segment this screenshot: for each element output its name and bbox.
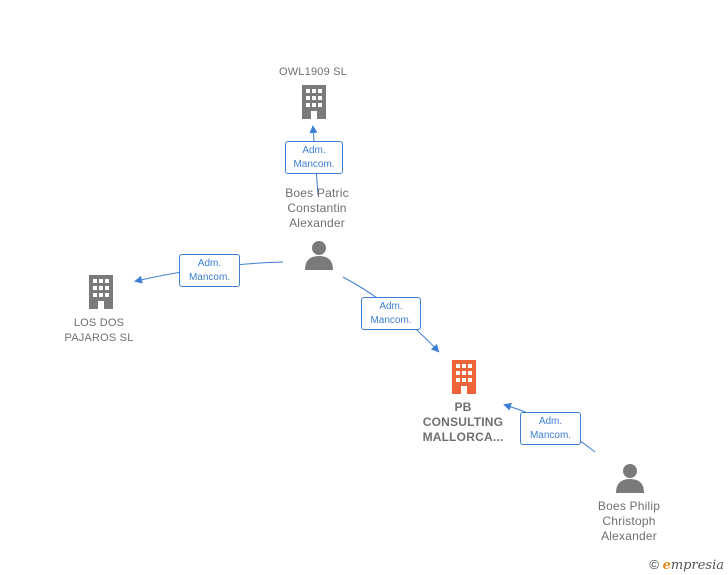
logo-e: e: [662, 558, 671, 573]
name-line: Constantin: [287, 201, 347, 215]
edge-label-line: Mancom.: [293, 159, 335, 170]
edge-label-patric-pb[interactable]: Adm. Mancom.: [361, 297, 421, 330]
building-icon[interactable]: [86, 275, 116, 310]
logo-rest: mpresia: [670, 558, 724, 573]
edge-label-line: Adm.: [302, 145, 326, 156]
edge-label-philip-pb[interactable]: Adm. Mancom.: [520, 412, 581, 445]
name-line: PB: [454, 400, 472, 414]
node-philip-label: Boes Philip Christoph Alexander: [574, 499, 684, 544]
node-pb-label: PB CONSULTING MALLORCA...: [404, 400, 522, 445]
brand-watermark: © empresia: [649, 557, 724, 573]
person-icon[interactable]: [304, 240, 334, 270]
edge-label-line: Adm.: [538, 416, 563, 427]
edge-label-line: Mancom.: [370, 315, 412, 326]
name-line: Alexander: [289, 216, 345, 230]
node-patric-label: Boes Patric Constantin Alexander: [262, 186, 372, 231]
name-line: CONSULTING: [422, 415, 504, 429]
edge-label-line: Mancom.: [529, 430, 572, 441]
building-icon-highlight[interactable]: [449, 360, 479, 395]
name-line: Alexander: [601, 529, 657, 543]
edge-label-line: Mancom.: [188, 272, 231, 283]
edge-label-line: Adm.: [197, 258, 222, 269]
edge-label-line: Adm.: [379, 301, 403, 312]
copyright-symbol: ©: [649, 557, 659, 572]
name-line: PAJAROS SL: [64, 332, 134, 344]
empresia-logo: empresia: [663, 558, 724, 573]
name-line: Boes Philip: [597, 499, 661, 513]
building-icon[interactable]: [299, 85, 329, 120]
name-line: Boes Patric: [285, 186, 349, 200]
node-dos-pajaros-label: LOS DOS PAJAROS SL: [44, 316, 154, 346]
person-icon[interactable]: [615, 463, 645, 493]
node-owl-label: OWL1909 SL: [278, 66, 348, 78]
name-line: MALLORCA...: [422, 430, 504, 444]
edge-label-patric-dos-pajaros[interactable]: Adm. Mancom.: [179, 254, 240, 287]
name-line: Christoph: [602, 514, 656, 528]
edge-label-patric-owl[interactable]: Adm. Mancom.: [285, 141, 343, 174]
name-line: LOS DOS: [73, 317, 125, 329]
